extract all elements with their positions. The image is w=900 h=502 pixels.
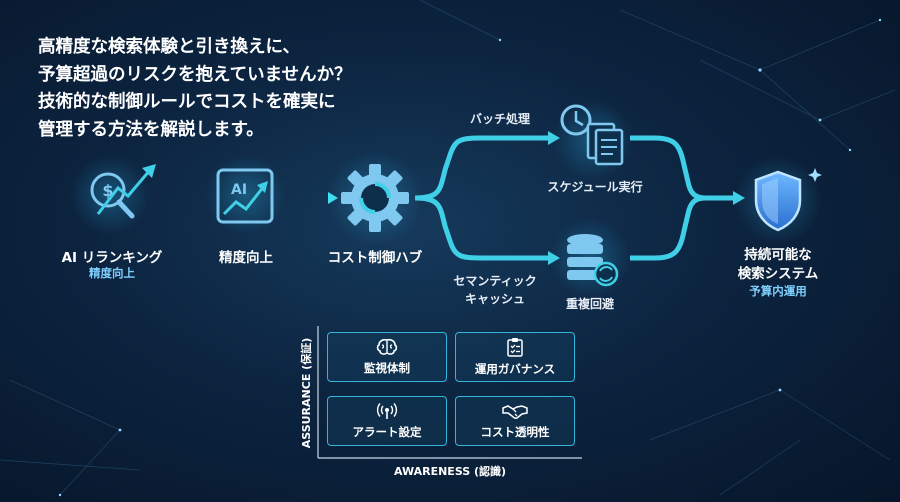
handshake-icon [502,405,528,419]
hub-label: コスト制御ハブ [327,250,423,266]
clipboard-checklist-icon [507,338,523,357]
card-governance-label: 運用ガバナンス [474,362,556,376]
batch-node-label: スケジュール実行 [547,180,643,194]
card-transparency-label: コスト透明性 [480,425,550,439]
ai-chart-icon-text: AI [231,182,247,198]
background-stars [58,18,882,497]
broadcast-antenna-icon [376,403,398,419]
gear-icon [327,150,423,246]
goal-label-2: 検索システム [737,266,819,282]
y-axis-label: ASSURANCE (保証) [300,337,313,449]
headline-line-2: 予算超過のリスクを抱えていませんか？ [38,64,352,85]
x-axis-label: AWARENESS (認識) [393,465,507,478]
ai-chart-icon: AI [206,155,286,235]
clock-documents-icon [553,100,633,180]
svg-text:$: $ [102,181,113,200]
step2-label: 精度向上 [219,250,273,266]
headline-line-1: 高精度な検索体験と引き換えに、 [38,37,300,57]
brain-icon [376,338,398,355]
database-sync-icon [550,218,630,298]
headline-line-4: 管理する方法を解説します。 [38,119,264,140]
step1-label: AI リランキング [61,250,163,266]
cache-branch-label-2: キャッシュ [464,292,525,306]
step1-sub: 精度向上 [89,266,135,280]
matrix-axes [317,326,582,459]
card-transparency: コスト透明性 [455,396,575,446]
cache-branch-label-1: セマンティック [453,274,537,288]
card-monitoring-label: 監視体制 [364,361,410,375]
cache-node-label: 重複回避 [565,297,614,311]
shield-check-icon [734,156,822,244]
card-monitoring: 監視体制 [327,332,447,382]
card-alert-label: アラート設定 [352,425,422,439]
card-alert: アラート設定 [327,396,447,446]
batch-branch-label: バッチ処理 [469,112,530,126]
dollar-magnifier-icon: $ [70,155,156,235]
card-governance: 運用ガバナンス [455,332,575,382]
goal-label-1: 持続可能な [744,247,812,263]
goal-sub: 予算内運用 [749,284,807,298]
headline-line-3: 技術的な制御ルールでコストを確実に [38,92,336,112]
headline: 高精度な検索体験と引き換えに、 予算超過のリスクを抱えていませんか？ 技術的な制… [38,34,418,144]
